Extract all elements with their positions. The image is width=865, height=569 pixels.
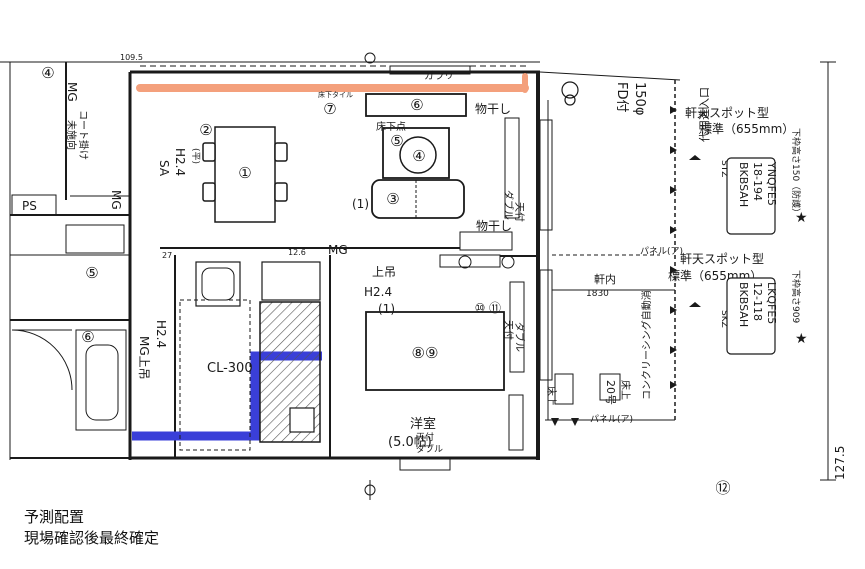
svg-text:洋室: 洋室 <box>410 416 436 432</box>
svg-text:(1): (1) <box>352 197 369 211</box>
tv-board <box>365 93 467 117</box>
marker-10: ⑩ <box>475 301 486 315</box>
marker-7: ⑦ <box>323 100 336 118</box>
svg-text:YNQFE5: YNQFE5 <box>765 161 778 206</box>
svg-text:天付: 天付 <box>502 320 515 340</box>
svg-text:ガラリ: ガラリ <box>424 70 454 82</box>
marker-3: ③ <box>386 190 399 208</box>
svg-text:LKQFE5: LKQFE5 <box>765 282 778 324</box>
markers: ① ② ③ ④ ⑤ ⑥ ⑦ ⑧⑨ ⑩ ⑪ ⑫ ④ ⑤ ⑥ <box>41 64 730 497</box>
star-markers: ★ ★ <box>795 210 808 347</box>
svg-text:未施向: 未施向 <box>65 120 78 150</box>
svg-text:150φ: 150φ <box>632 82 647 115</box>
svg-text:ダブル: ダブル <box>416 443 443 455</box>
svg-text:天付: 天付 <box>513 202 526 222</box>
svg-text:天付: 天付 <box>416 432 434 443</box>
svg-text:109.5: 109.5 <box>120 53 143 62</box>
svg-text:(平): (平) <box>190 148 201 164</box>
svg-text:床下タイル: 床下タイル <box>318 90 353 99</box>
closet <box>179 299 251 451</box>
svg-text:コート掛け: コート掛け <box>77 110 90 160</box>
svg-text:(1): (1) <box>378 302 395 316</box>
marker-left-5: ⑤ <box>85 264 98 282</box>
top-soffit <box>140 65 530 75</box>
marker-4: ④ <box>412 147 425 165</box>
left-fixtures <box>11 194 127 431</box>
svg-text:CL-300: CL-300 <box>207 361 253 376</box>
svg-text:SKZ: SKZ <box>719 310 729 328</box>
marker-11: ⑪ <box>489 301 501 315</box>
svg-text:H2.4: H2.4 <box>364 285 392 299</box>
svg-text:軒内: 軒内 <box>594 272 616 286</box>
svg-text:MG上吊: MG上吊 <box>137 336 151 380</box>
spec-boxes <box>726 157 776 355</box>
svg-text:(5.0帖): (5.0帖) <box>388 435 432 450</box>
bed <box>365 311 505 391</box>
svg-text:MG: MG <box>65 82 79 102</box>
note-line-2: 現場確認後最終確定 <box>24 529 160 547</box>
balcony-fittings <box>399 81 675 471</box>
svg-text:H2.4: H2.4 <box>154 320 168 348</box>
marker-left-6: ⑥ <box>81 328 94 346</box>
svg-text:下枠高さ150（防護）: 下枠高さ150（防護） <box>790 128 802 217</box>
svg-text:1830: 1830 <box>586 289 609 299</box>
svg-text:BKBSAH: BKBSAH <box>737 162 750 207</box>
svg-text:床下点: 床下点 <box>376 120 406 133</box>
svg-text:PS: PS <box>22 199 37 213</box>
marker-left-4: ④ <box>41 64 54 82</box>
svg-text:BKBSAH: BKBSAH <box>737 282 750 327</box>
svg-text:27: 27 <box>162 251 172 260</box>
svg-text:床上: 床上 <box>545 386 558 406</box>
walls <box>0 61 836 481</box>
svg-text:12-118: 12-118 <box>751 282 764 321</box>
svg-text:★: ★ <box>795 210 808 226</box>
marker-5: ⑤ <box>390 132 403 150</box>
svg-text:STZ: STZ <box>719 160 729 177</box>
low-table <box>382 127 450 179</box>
note-line-1: 予測配置 <box>24 508 85 526</box>
svg-text:ダブル: ダブル <box>502 190 515 220</box>
marker-89: ⑧⑨ <box>412 344 439 362</box>
svg-text:ダブル: ダブル <box>513 322 526 352</box>
marker-2: ② <box>199 121 212 139</box>
svg-text:物干し: 物干し <box>476 219 512 233</box>
svg-text:床上: 床上 <box>619 380 632 400</box>
svg-text:下枠高さ909: 下枠高さ909 <box>790 270 802 323</box>
svg-text:軒天スポット型: 軒天スポット型 <box>685 106 769 120</box>
labels: ガラリ 物干し 床下点 物干し 天付 ダブル (1) SA H2.4 (平) M… <box>22 53 847 480</box>
svg-text:20号: 20号 <box>604 380 617 405</box>
svg-text:FD付: FD付 <box>614 82 629 113</box>
svg-text:MG: MG <box>328 243 348 257</box>
svg-text:MG: MG <box>109 190 123 210</box>
marker-1: ① <box>238 164 251 182</box>
svg-text:★: ★ <box>795 331 808 347</box>
svg-text:軒天スポット型: 軒天スポット型 <box>680 252 764 266</box>
svg-text:12.6: 12.6 <box>288 248 306 257</box>
svg-text:127.5: 127.5 <box>833 446 847 480</box>
balcony-triangles <box>551 106 701 426</box>
compass <box>364 52 376 500</box>
marker-12: ⑫ <box>715 479 730 497</box>
dining-table <box>202 126 288 223</box>
marker-6: ⑥ <box>410 96 423 114</box>
svg-text:代用進入口: 代用進入口 <box>698 87 711 142</box>
svg-text:SA: SA <box>157 160 171 177</box>
svg-text:パネル(ア): パネル(ア) <box>590 414 633 425</box>
svg-text:18-194: 18-194 <box>751 162 764 201</box>
sofa <box>371 179 465 219</box>
svg-text:パネル(ア): パネル(ア) <box>640 246 683 257</box>
orange-duct <box>136 73 529 93</box>
svg-text:物干し: 物干し <box>475 102 511 116</box>
spec-text: BKBSAH 18-194 YNQFE5 BKBSAH 12-118 LKQFE… <box>737 161 778 327</box>
svg-text:コンクリーシング自動消: コンクリーシング自動消 <box>640 290 653 400</box>
svg-text:標準（655mm）: 標準（655mm） <box>700 121 794 136</box>
svg-text:H2.4: H2.4 <box>173 148 187 176</box>
svg-text:上吊: 上吊 <box>372 265 396 279</box>
